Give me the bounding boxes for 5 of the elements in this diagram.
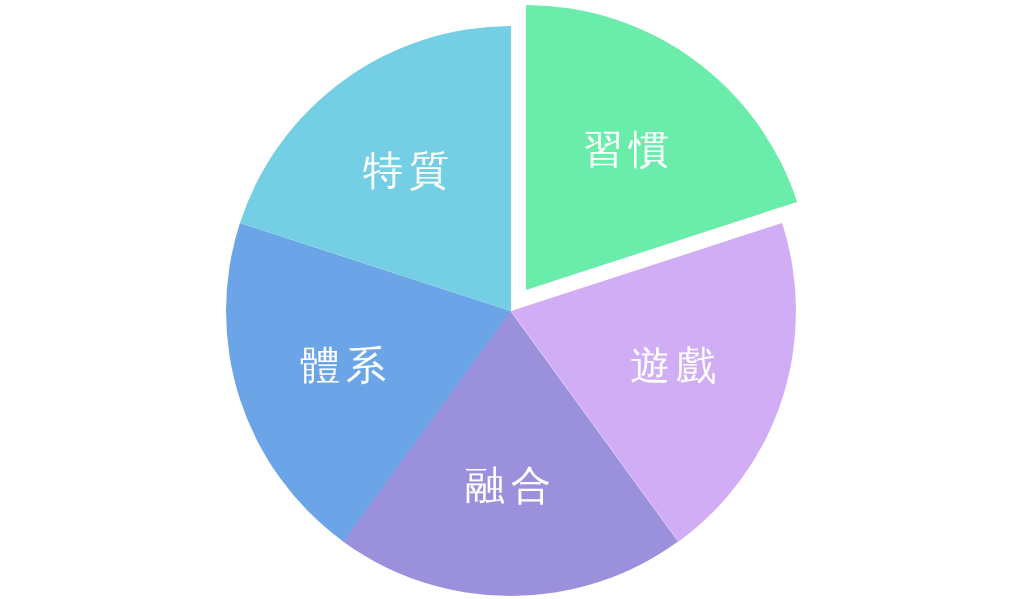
slice-label: 遊戲 [630,344,723,385]
slice-label: 體系 [299,344,392,385]
slice-label: 習慣 [582,129,675,170]
slice-label: 特質 [362,150,455,191]
slice-label: 融合 [465,465,557,505]
